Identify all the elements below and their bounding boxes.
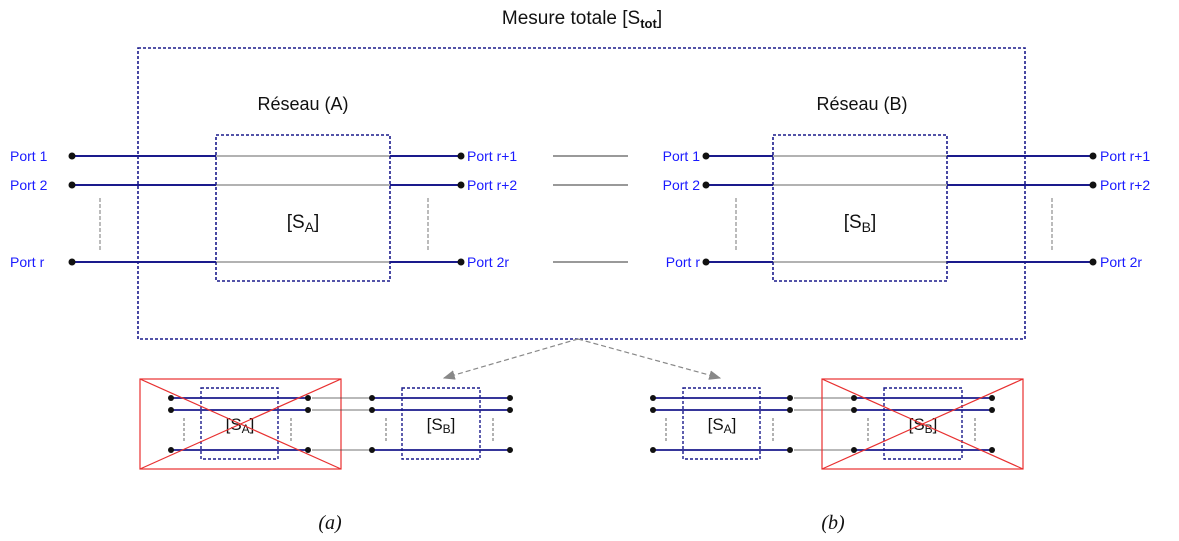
network-a-box: [215, 134, 391, 282]
arrow-to-a: [442, 338, 579, 380]
interconnect-lines: [553, 155, 628, 263]
network-a-port-right-2: Port r+2: [467, 177, 517, 193]
mini-a-cross-box: [139, 378, 342, 470]
network-b-port-left-2: Port 2: [663, 177, 701, 193]
network-b-port-right-r: Port 2r: [1100, 254, 1142, 270]
mini-b-left-matrix: [SA]: [708, 415, 737, 436]
mini-a-left-matrix: [SA]: [226, 415, 255, 436]
total-measurement-box: [137, 47, 1026, 340]
network-a-port-left-2: Port 2: [10, 177, 48, 193]
network-b-port-left-1: Port 1: [663, 148, 701, 164]
arrow-to-b: [577, 338, 722, 380]
network-a: Réseau (A) [SA] Port 1 Port 2 Port r Por…: [10, 94, 517, 282]
network-a-matrix: [SA]: [287, 212, 320, 235]
mini-b-right-matrix: [SB]: [909, 415, 938, 436]
network-b-port-right-2: Port r+2: [1100, 177, 1150, 193]
network-b: Réseau (B) [SB] Port 1 Port 2 Port r Por…: [663, 94, 1150, 282]
network-b-port-left-r: Port r: [666, 254, 701, 270]
network-a-port-right-r: Port 2r: [467, 254, 509, 270]
network-b-port-right-1: Port r+1: [1100, 148, 1150, 164]
caption-a: (a): [318, 512, 342, 534]
network-a-port-right-1: Port r+1: [467, 148, 517, 164]
network-a-port-left-r: Port r: [10, 254, 45, 270]
caption-b: (b): [821, 512, 845, 534]
network-a-label: Réseau (A): [257, 94, 348, 114]
mini-b-cross-box: [821, 378, 1024, 470]
mini-diagram-a: [SA] [SB]: [139, 378, 513, 470]
network-b-label: Réseau (B): [816, 94, 907, 114]
network-a-port-left-1: Port 1: [10, 148, 48, 164]
mini-a-right-matrix: [SB]: [427, 415, 456, 436]
mini-diagram-b: [SA] [SB]: [650, 378, 1024, 470]
network-b-matrix: [SB]: [844, 212, 877, 235]
network-b-box: [772, 134, 948, 282]
title: Mesure totale [Stot]: [502, 8, 662, 31]
